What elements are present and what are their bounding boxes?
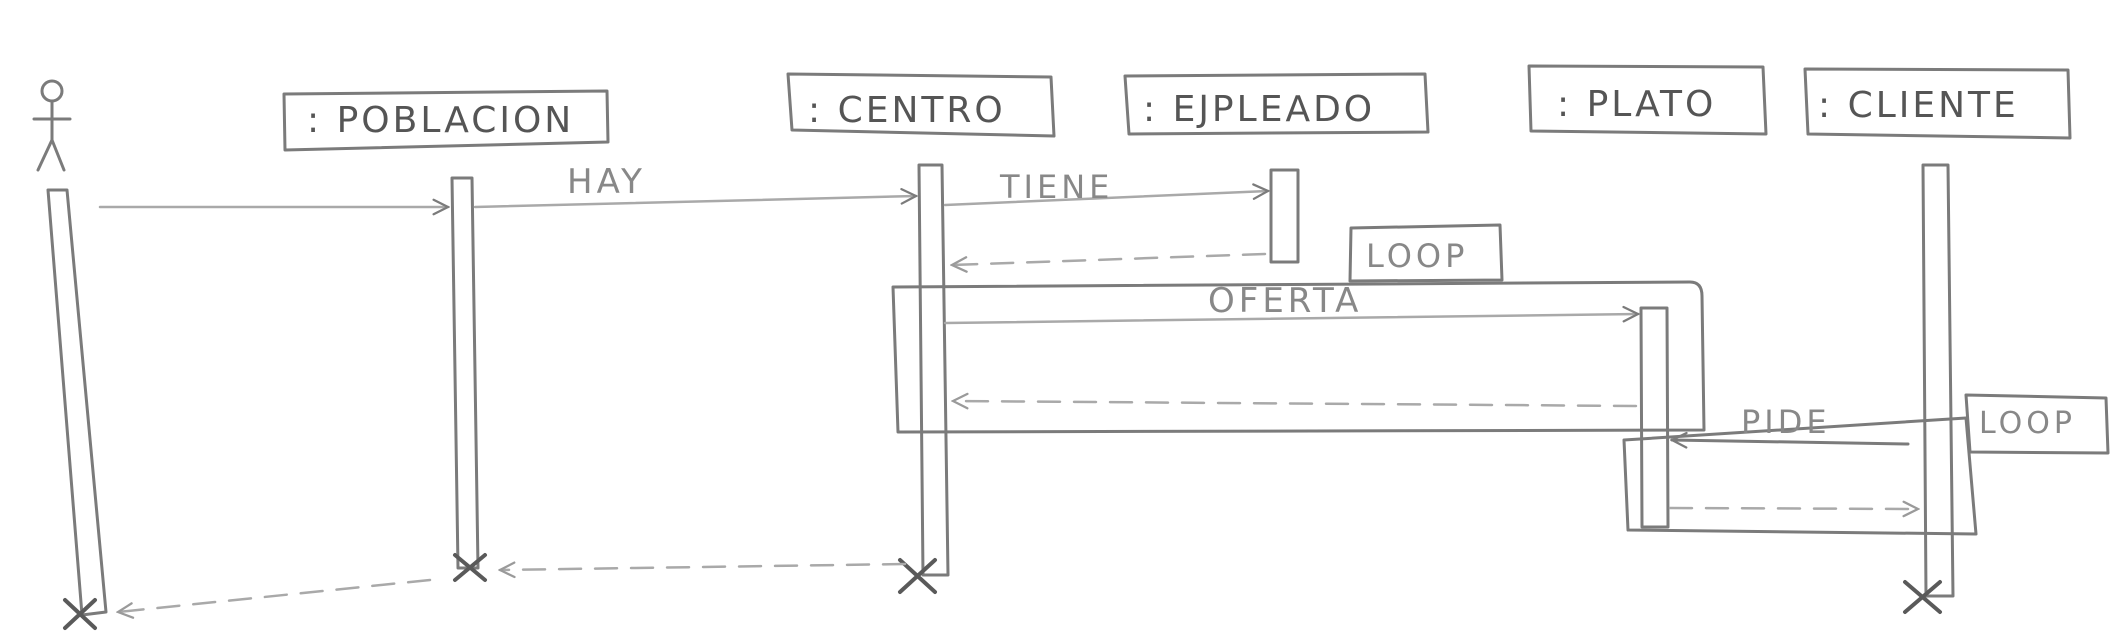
final-return-centro-poblacion <box>500 564 907 570</box>
participant-centro-label: : CENTRO <box>808 90 1006 131</box>
message-oferta-label: OFERTA <box>1208 281 1362 321</box>
message-hay: HAY <box>473 162 916 209</box>
message-pide-return <box>1668 508 1918 509</box>
message-tiene-label: TIENE <box>999 168 1113 206</box>
participant-poblacion: : POBLACION <box>282 89 610 152</box>
activation-plato <box>1639 306 1670 529</box>
participant-cliente: : CLIENTE <box>1803 67 2072 140</box>
participant-cliente-label: : CLIENTE <box>1818 85 2019 126</box>
message-pide-label: PIDE <box>1741 403 1831 441</box>
message-tiene: TIENE <box>943 168 1268 207</box>
activation-empleado <box>1269 168 1300 264</box>
lifeline-cliente <box>1903 163 1955 614</box>
message-oferta-return <box>953 401 1638 406</box>
participant-centro: : CENTRO <box>786 72 1056 138</box>
lifeline-centro <box>898 163 950 594</box>
participant-plato: : PLATO <box>1527 64 1768 136</box>
participant-empleado: : EJPLEADO <box>1123 72 1430 136</box>
loop-oferta-label: LOOP <box>1366 237 1468 275</box>
participant-empleado-label: : EJPLEADO <box>1143 89 1375 130</box>
final-return-poblacion-actor <box>118 578 432 612</box>
actor-stick-figure <box>32 79 72 172</box>
participant-poblacion-label: : POBLACION <box>307 100 574 141</box>
participant-plato-label: : PLATO <box>1557 84 1716 125</box>
loop-pide-label: LOOP <box>1979 406 2076 441</box>
message-oferta: OFERTA <box>943 281 1638 325</box>
message-hay-label: HAY <box>567 162 646 202</box>
message-tiene-return <box>952 252 1267 265</box>
lifeline-poblacion <box>450 176 487 582</box>
message-pide: PIDE <box>1672 403 1910 444</box>
lifeline-actor <box>46 188 108 630</box>
loop-fragment-oferta: LOOP <box>891 223 1706 434</box>
loop-fragment-pide: LOOP <box>1622 393 2110 536</box>
